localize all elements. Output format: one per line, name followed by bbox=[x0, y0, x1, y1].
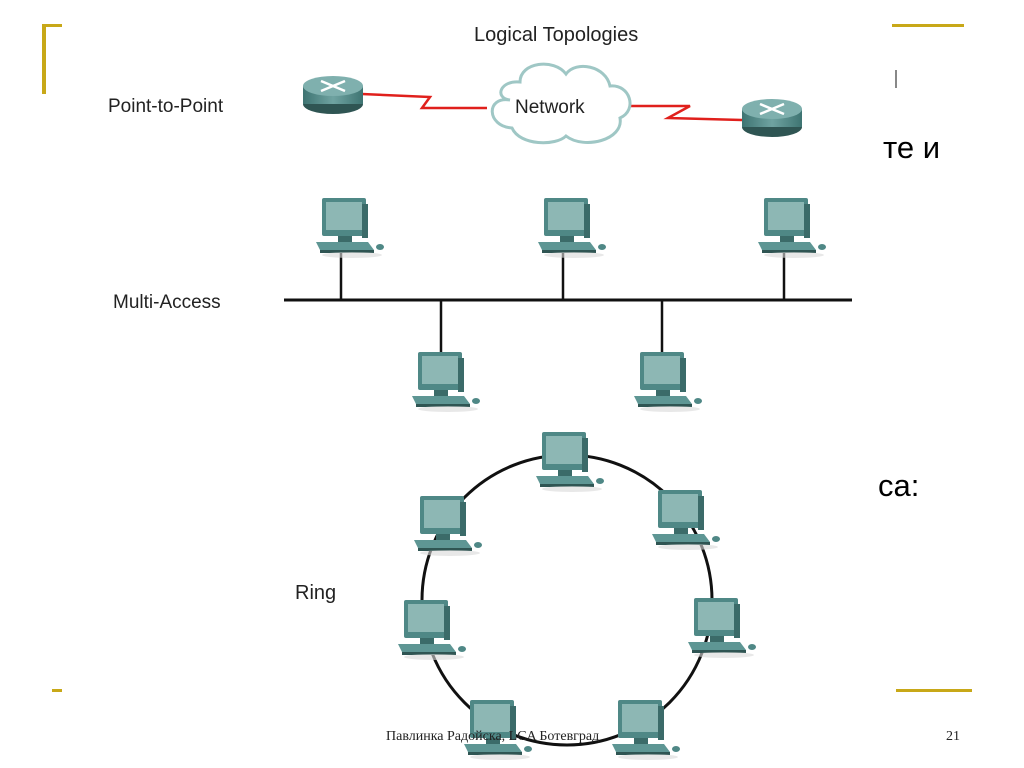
serial-link-right bbox=[626, 104, 743, 122]
slide-text-line-1: те и bbox=[883, 130, 941, 165]
ring-pc-7-icon bbox=[414, 496, 482, 556]
bus-pc-5-icon bbox=[634, 352, 702, 412]
frame-bottom-left-bar bbox=[52, 689, 62, 692]
frame-top-right-bar bbox=[892, 24, 964, 27]
serial-link-left bbox=[361, 92, 487, 110]
ring-pc-6-icon bbox=[398, 600, 466, 660]
cloud-label: Network bbox=[515, 97, 585, 118]
ring-pc-3-icon bbox=[688, 598, 756, 658]
frame-small-bracket bbox=[895, 70, 897, 88]
bus-pc-4-icon bbox=[412, 352, 480, 412]
bus-pc-2-icon bbox=[538, 198, 606, 258]
network-cloud bbox=[490, 62, 632, 145]
ring-pc-2-icon bbox=[652, 490, 720, 550]
router-right-icon bbox=[740, 97, 804, 139]
frame-bottom-right-bar bbox=[896, 689, 972, 692]
diagram-title: Logical Topologies bbox=[474, 24, 639, 46]
label-multi-access: Multi-Access bbox=[113, 292, 221, 313]
ring-pc-1-icon bbox=[536, 432, 604, 492]
bus-pc-3-icon bbox=[758, 198, 826, 258]
ring-pc-4-icon bbox=[612, 700, 680, 760]
label-ring: Ring bbox=[295, 582, 337, 604]
frame-top-left-bracket bbox=[42, 24, 46, 94]
label-point-to-point: Point-to-Point bbox=[108, 96, 224, 117]
page-number: 21 bbox=[946, 729, 960, 744]
footer-author: Павлинка Радойска, LCA Ботевград bbox=[386, 729, 600, 744]
router-left-icon bbox=[301, 74, 365, 116]
frame-top-left-bar bbox=[42, 24, 62, 27]
bus-pc-1-icon bbox=[316, 198, 384, 258]
slide-text-line-2: са: bbox=[878, 468, 920, 503]
